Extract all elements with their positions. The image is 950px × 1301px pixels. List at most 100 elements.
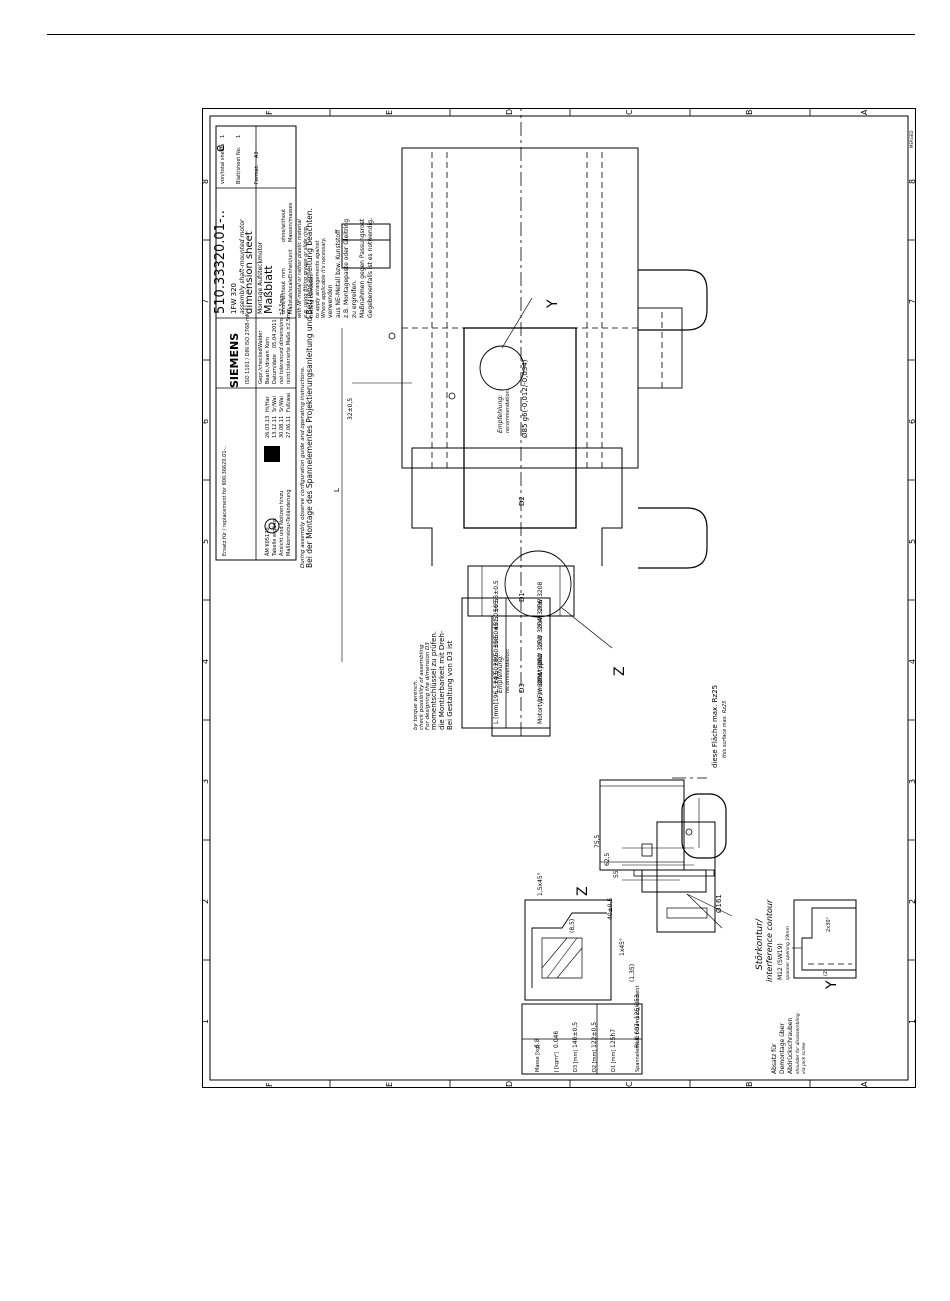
revision-mark: e — [213, 145, 227, 152]
note-m12-en: spanner opening 19mm — [785, 926, 791, 980]
note-fretting-de4: z.B. Montagepaste oder Gleitring — [343, 219, 350, 318]
dim-z-chamfer-bottom: 1x45° — [619, 938, 626, 956]
tolerance-de: nicht tolerierte Maße ±2,5mm — [286, 308, 292, 384]
motor-section-view: D3 Empfehlung: recommendation: D1 D2 Emp… — [333, 108, 708, 737]
revision-b-by: Sr/Wai — [279, 396, 285, 412]
note-fretting-de5: aus NE-Metall bzw. Kunststoff — [335, 229, 342, 318]
scale-header-1: Maßstab/scale — [288, 278, 294, 314]
note-d3-en2: check possibility of assembling — [419, 644, 425, 730]
grid-row-a-right: A — [860, 109, 869, 115]
dim-32: 32±0,5 — [347, 398, 354, 420]
note-fretting-de3: zu ergreifen. — [351, 280, 358, 318]
motor-l-5: 451.0±0.5 — [493, 598, 500, 630]
drawing-sheet-area: 1 2 3 4 5 6 7 8 1 2 3 4 5 6 7 8 F E D C … — [202, 108, 916, 1088]
callout-y-label: Y — [545, 299, 561, 309]
motor-type-5: 1FW 3206 — [537, 599, 544, 630]
revision-b: Ansicht und Notizen hinzu — [279, 491, 285, 556]
title-en: dimension sheet — [244, 231, 255, 314]
dim-z-gap: (8,5) — [569, 919, 576, 933]
label-d3: D3 — [518, 683, 526, 693]
grid-col-1-bottom: 1 — [908, 1019, 916, 1024]
note-fretting-de2: Maßnahmen gegen Passungsrost — [359, 218, 366, 318]
note-fretting-en3: fretting corrosion. — [309, 273, 315, 318]
sheet-value: 1 — [236, 135, 242, 138]
revision-c-date: 13.12.11 — [272, 416, 278, 438]
iso-label: ISO 1101 / DIN ISO 2768-mK — [245, 312, 251, 384]
grid-col-1-top: 1 — [202, 1019, 210, 1024]
note-d3-de3: momentschlüssel zu prüfen. — [430, 631, 438, 730]
grid-col-4-top: 4 — [202, 659, 210, 664]
grid-row-c-right: C — [625, 109, 634, 115]
title-de: Maßblatt — [262, 265, 275, 314]
clamp-header-d1: D1 [mm] — [611, 1050, 617, 1072]
drawn-value: Korn — [265, 337, 271, 348]
note-fretting-en4: e.g. using fitting grease or slide ring — [303, 227, 309, 318]
recommendation-de-1: Empfehlung: — [497, 655, 504, 693]
format-value: A3 — [254, 151, 260, 158]
note-assembly-en: During assembly observe configuration gu… — [300, 366, 306, 568]
label-d1: D1 — [518, 592, 526, 602]
grid-row-d-left: D — [505, 1081, 514, 1087]
motor-type-2: 1FW 3202 — [537, 653, 544, 684]
motor-header-l: L [mm] — [493, 702, 500, 724]
revision-a: Maßkorrektur-Teiländerung — [286, 489, 292, 556]
note-fretting-en5: with NF-metal or rather plastic material — [297, 219, 303, 318]
clamp-header-d3: D3 [mm] — [573, 1050, 579, 1072]
recommendation-en-1: recommendation: — [505, 648, 511, 693]
detail-z-label: Z — [575, 886, 591, 896]
motor-l-4: 358.0±0.5 — [493, 616, 500, 648]
grid-col-2-bottom: 2 — [908, 899, 916, 904]
dim-z-chamfer-top: 1,5x45° — [537, 872, 544, 896]
grid-row-f-right: F — [265, 110, 274, 115]
scale-header-2: Einheit/unit — [288, 249, 294, 278]
inner-border — [209, 115, 909, 1081]
note-surface-en: this surface max. Rz25 — [722, 701, 728, 758]
note-d3-de1: Bei Gestaltung von D3 ist — [446, 640, 454, 730]
motor-type-1: 1FW 3201 — [537, 671, 544, 702]
clamping-table — [521, 1003, 643, 1075]
grid-col-5-bottom: 5 — [908, 539, 916, 544]
note-d3-en1: For designing the dimension D3 — [425, 642, 431, 730]
page-top-rule — [47, 34, 915, 35]
grid-col-6-bottom: 6 — [908, 419, 916, 424]
date-label: Datum/date — [272, 354, 278, 384]
checked-value: Walder — [258, 330, 264, 348]
clamp-row-j: 0.046 — [553, 1031, 560, 1048]
grid-row-e-left: E — [385, 1082, 394, 1087]
note-shoulder-de1: Absatz für — [771, 1043, 778, 1074]
clamp-header-element: Spannelement / clamping element — [635, 986, 641, 1072]
clamp-row-element: RLK 607- 125/153 — [634, 994, 641, 1048]
note-interference-de: Störkontur/ — [755, 918, 765, 970]
detail-z-view: Z 40±0,5 (8,5) 1,5x45° 1x45° (1,35) — [524, 872, 636, 1001]
dim-75-5: 75,5 — [594, 834, 601, 848]
company-logo: SIEMENS — [228, 333, 241, 388]
grid-col-8-top: 8 — [202, 179, 210, 184]
tolerance-en: not toleranced dimensions ±2,5mm — [279, 294, 285, 384]
clamp-header-mass: Masse [kg] — [535, 1045, 541, 1072]
motor-type-4: 1FW 3204 — [537, 617, 544, 648]
revision-c-by: Sr/Wai — [272, 396, 278, 412]
grid-col-3-top: 3 — [202, 779, 210, 784]
revision-e: ÄM K05170 — [264, 527, 271, 556]
subtitle-en: assembly shaft-mounted motor — [239, 219, 246, 314]
header-corner-text: MERGED — [909, 131, 914, 148]
sheets-value: 1 — [220, 135, 226, 138]
motor-type-6: 1FW 3208 — [537, 581, 544, 612]
clamp-header-d2: D2 [mm] — [592, 1050, 598, 1072]
note-d3-en3: by torque wrench. — [413, 679, 419, 730]
note-fretting-de1: Gegebenenfalls ist es notwendig, — [367, 218, 374, 318]
note-shoulder-de2: Demontage über — [779, 1023, 786, 1074]
scale-header-3: Massen/masses — [288, 202, 294, 242]
note-fretting-en2: to apply arrangements against — [315, 240, 321, 318]
sheets-label: von/total sheets — [220, 143, 226, 184]
grid-row-c-left: C — [625, 1081, 634, 1087]
grid-col-8-bottom: 8 — [908, 179, 916, 184]
title-block — [215, 125, 297, 561]
revision-b-date: 30.08.11 — [279, 416, 285, 438]
grid-col-5-top: 5 — [202, 539, 210, 544]
note-fretting-en1: Where applicable it's necessary, — [321, 237, 327, 318]
dim-y-chamfer: 2x30° — [826, 916, 832, 932]
motor-table — [461, 597, 551, 729]
product-name: 1FW 320 — [230, 283, 238, 314]
label-l: L — [333, 488, 341, 492]
